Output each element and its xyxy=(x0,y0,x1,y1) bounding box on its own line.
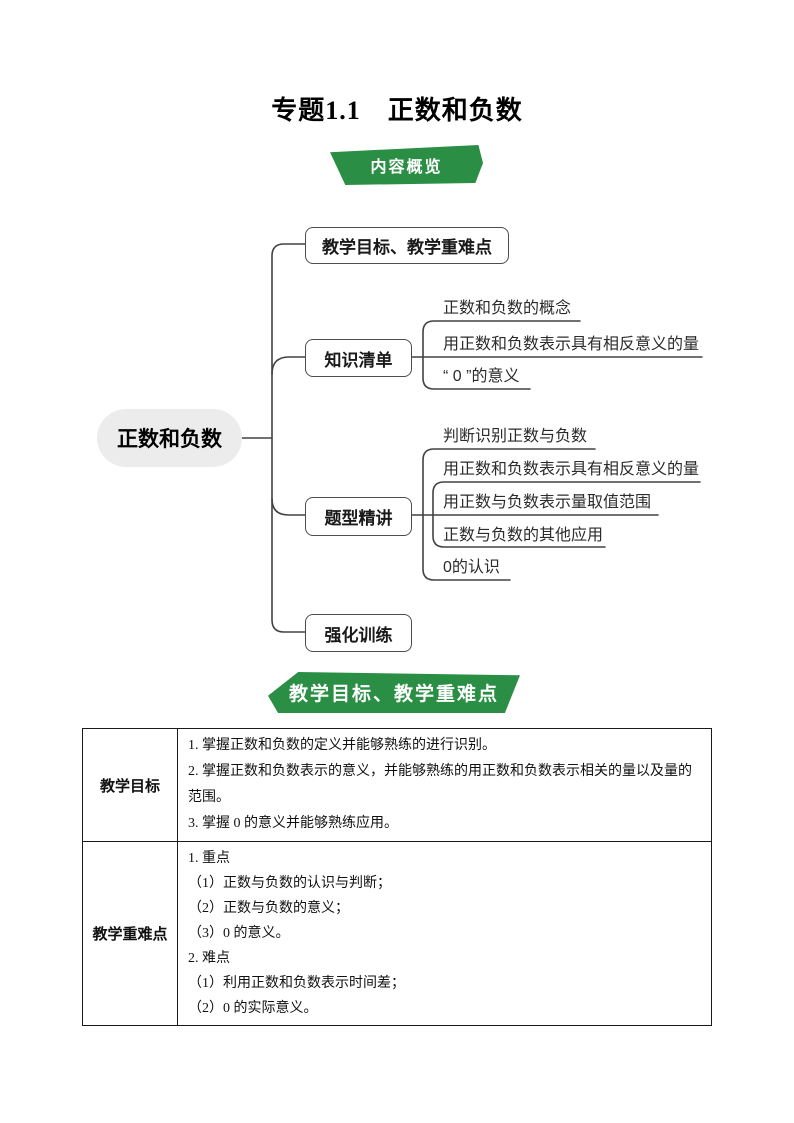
knowledge-leaf-concept: 正数和负数的概念 xyxy=(443,300,572,317)
connector-branch-problems xyxy=(271,498,306,516)
mindmap-branch-knowledge: 知识清单 xyxy=(305,339,412,377)
problems-leaf-identify: 判断识别正数与负数 xyxy=(443,428,588,445)
key-point-item: （1）正数与负数的认识与判断； xyxy=(188,876,391,891)
page-title: 专题1.1 正数和负数 xyxy=(271,96,523,125)
key-point-item: 1. 重点 xyxy=(188,851,230,866)
knowledge-leaf-opposite-quantities: 用正数和负数表示具有相反意义的量 xyxy=(443,336,700,353)
problems-leaf-opposite-quantities: 用正数和负数表示具有相反意义的量 xyxy=(443,461,700,478)
key-point-item: （2）正数与负数的意义； xyxy=(188,901,349,916)
row-content-key-points: 1. 重点 （1）正数与负数的认识与判断； （2）正数与负数的意义； （3）0 … xyxy=(177,841,712,1026)
table-row-goals: 教学目标 1. 掌握正数和负数的定义并能够熟练的进行识别。 2. 掌握正数和负数… xyxy=(82,728,712,842)
table-row-key-points: 教学重难点 1. 重点 （1）正数与负数的认识与判断； （2）正数与负数的意义；… xyxy=(82,841,712,1026)
key-point-item: （1）利用正数和负数表示时间差； xyxy=(188,976,405,991)
problems-bracket-inner xyxy=(432,481,701,548)
key-point-item: 2. 难点 xyxy=(188,951,230,966)
mindmap-connectors xyxy=(240,243,703,633)
objectives-banner: 教学目标、教学重难点 xyxy=(268,672,520,713)
objectives-banner-label: 教学目标、教学重难点 xyxy=(288,684,499,705)
problems-leaf-zero-recognition: 0的认识 xyxy=(443,559,500,576)
connector-branch-knowledge xyxy=(271,356,306,375)
mindmap-root-node: 正数和负数 xyxy=(97,409,242,467)
overview-banner-label: 内容概览 xyxy=(370,159,443,176)
mindmap-branch-problems: 题型精讲 xyxy=(305,497,412,536)
goal-item: 1. 掌握正数和负数的定义并能够熟练的进行识别。 xyxy=(188,738,496,753)
row-content-goals: 1. 掌握正数和负数的定义并能够熟练的进行识别。 2. 掌握正数和负数表示的意义… xyxy=(177,728,712,842)
goal-item: 3. 掌握 0 的意义并能够熟练应用。 xyxy=(188,816,398,831)
row-header-key-points: 教学重难点 xyxy=(82,841,178,1026)
mindmap-branch-objectives: 教学目标、教学重难点 xyxy=(305,227,509,264)
problems-leaf-value-range: 用正数与负数表示量取值范围 xyxy=(443,494,652,511)
key-point-item: （2）0 的实际意义。 xyxy=(188,1001,318,1016)
knowledge-leaf-zero-meaning: “ 0 ”的意义 xyxy=(443,368,520,385)
branch-label: 强化训练 xyxy=(324,625,393,645)
problems-bracket-outer xyxy=(422,448,596,581)
goal-item: 2. 掌握正数和负数表示的意义，并能够熟练的用正数和负数表示相关的量以及量的范围… xyxy=(188,764,692,805)
row-header-goals: 教学目标 xyxy=(82,728,178,842)
objectives-table: 教学目标 1. 掌握正数和负数的定义并能够熟练的进行识别。 2. 掌握正数和负数… xyxy=(82,728,712,1026)
mindmap-root-label: 正数和负数 xyxy=(117,428,222,451)
branch-label: 题型精讲 xyxy=(324,509,393,528)
branch-label: 教学目标、教学重难点 xyxy=(322,238,492,257)
overview-banner: 内容概览 xyxy=(330,145,483,185)
mindmap-branch-training: 强化训练 xyxy=(305,614,412,652)
knowledge-bracket xyxy=(422,320,581,390)
problems-leaf-other-applications: 正数与负数的其他应用 xyxy=(443,527,604,544)
connector-trunk xyxy=(271,243,306,633)
branch-label: 知识清单 xyxy=(324,350,393,370)
key-point-item: （3）0 的意义。 xyxy=(188,926,290,941)
